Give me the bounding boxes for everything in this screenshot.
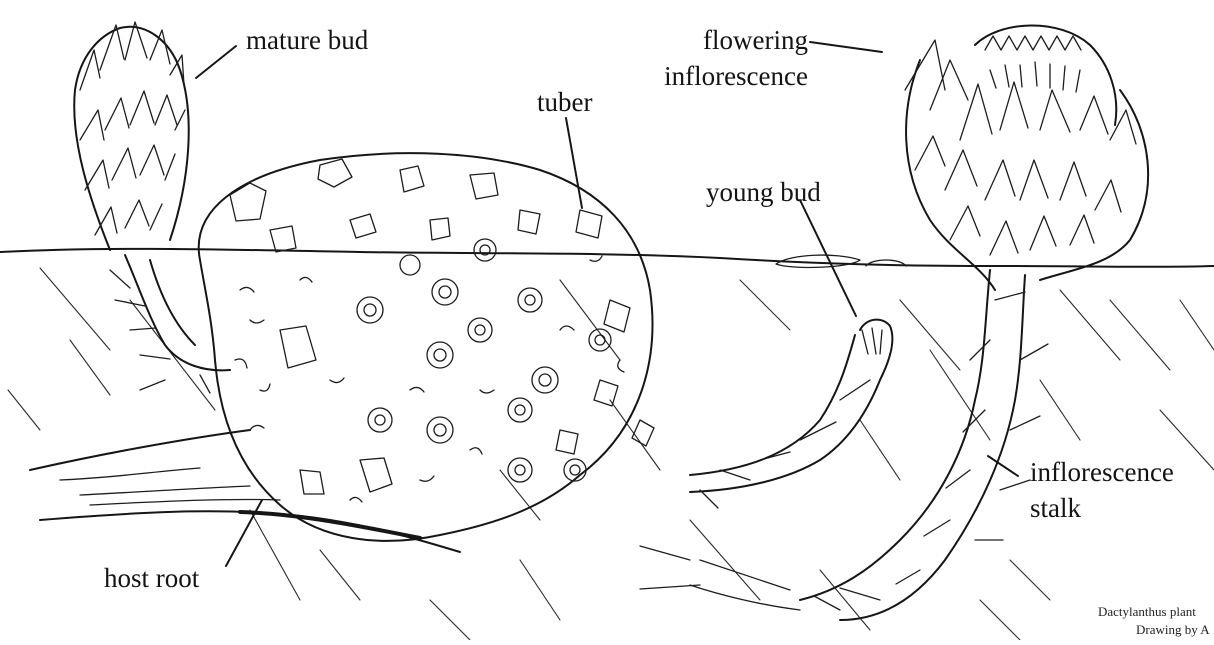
label-flowering-line1: flowering [703,26,808,54]
ground-line [0,249,1214,267]
label-young-bud: young bud [706,178,821,206]
leader-young-bud [800,200,856,316]
label-tuber: tuber [537,88,592,116]
young-bud [690,320,892,508]
label-host-root: host root [104,564,199,592]
mature-bud [74,22,230,393]
caption-line1: Dactylanthus plant [1098,604,1196,620]
leader-flowering [810,42,882,52]
leader-host-root [226,500,262,566]
caption-line2: Drawing by A [1136,622,1210,638]
label-stalk-line2: stalk [1030,494,1081,522]
tuber [199,153,654,541]
host-root [30,430,460,552]
flowering-inflorescence [905,25,1148,290]
leader-mature-bud [196,46,236,78]
inflorescence-stalk [640,270,1048,620]
label-mature-bud: mature bud [246,26,368,54]
leader-tuber [566,118,582,208]
label-flowering-line2: inflorescence [664,62,808,90]
leader-lines [196,42,1018,566]
label-stalk-line1: inflorescence [1030,458,1174,486]
